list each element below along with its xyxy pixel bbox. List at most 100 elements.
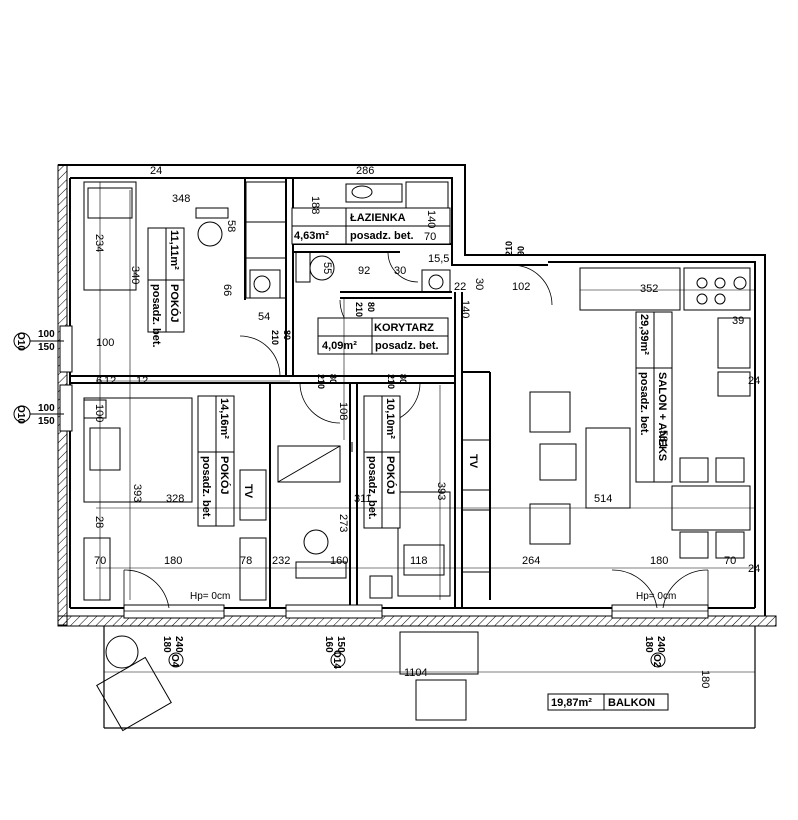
bottom-wall-insulation xyxy=(57,615,777,627)
pokoj1-area: 11,11m² xyxy=(168,230,180,270)
dim-30a: 30 xyxy=(394,265,406,277)
dim-118: 118 xyxy=(410,555,428,567)
salon-name: SALON + ANEKS xyxy=(656,372,668,461)
dim-70c: 70 xyxy=(724,555,736,567)
dim-12a: 12 xyxy=(104,375,116,387)
pokoj2-area: 14,16m² xyxy=(218,398,230,439)
w1-h: 240 xyxy=(173,636,184,653)
dim-273: 273 xyxy=(337,514,349,532)
dim-581: 581 xyxy=(657,430,669,448)
dim-188: 188 xyxy=(309,196,321,214)
salon-area: 29,39m² xyxy=(638,314,650,355)
w3-w: 180 xyxy=(643,636,654,653)
dim-24a: 24 xyxy=(150,165,162,177)
dimension-labels: 348 24 286 188 140 70 234 340 58 66 54 5… xyxy=(93,165,760,688)
d2-a: 80 xyxy=(366,302,376,312)
tv-label-1: TV xyxy=(242,484,254,499)
dim-155: 15,5 xyxy=(428,253,449,265)
dim-66: 66 xyxy=(221,284,233,296)
balcony xyxy=(103,626,756,729)
pokoj2-name: POKÓJ xyxy=(218,456,231,495)
dim-12b: 12 xyxy=(136,375,148,387)
dim-514: 514 xyxy=(594,493,612,505)
lazienka-floor: posadz. bet. xyxy=(350,230,414,242)
dim-140: 140 xyxy=(425,210,437,228)
outer-walls xyxy=(58,164,766,616)
w5-a: 100 xyxy=(38,403,55,414)
dim-232: 232 xyxy=(272,555,290,567)
d3-a: 80 xyxy=(282,330,292,340)
korytarz-area: 4,09m² xyxy=(322,340,357,352)
dim-180b: 180 xyxy=(650,555,668,567)
dim-22: 22 xyxy=(454,281,466,293)
tv-labels: TV TV xyxy=(242,454,479,499)
dim-393b: 393 xyxy=(435,482,447,500)
dim-100b: 100 xyxy=(93,404,105,422)
dim-78: 78 xyxy=(240,555,252,567)
w1-w: 180 xyxy=(161,636,172,653)
dim-58: 58 xyxy=(225,220,237,232)
balkon-name: BALKON xyxy=(608,697,655,709)
dim-180c: 180 xyxy=(699,670,711,688)
dim-70b: 70 xyxy=(94,555,106,567)
lazienka-area: 4,63m² xyxy=(294,230,329,242)
dim-340: 340 xyxy=(129,266,141,284)
room-labels: ŁAZIENKA 4,63m² posadz. bet. KORYTARZ 4,… xyxy=(291,207,669,711)
d1-a: 90 xyxy=(516,246,526,256)
pokoj1-floor: posadz. bet. xyxy=(150,284,162,348)
w5-id: O10 xyxy=(15,405,26,424)
w5-b: 150 xyxy=(38,416,55,427)
d4-a: 80 xyxy=(328,374,338,384)
dim-92: 92 xyxy=(358,265,370,277)
korytarz-floor: posadz. bet. xyxy=(375,340,439,352)
dim-393a: 393 xyxy=(131,484,143,502)
tv-label-2: TV xyxy=(467,454,479,469)
dim-70a: 70 xyxy=(424,231,436,243)
dim-24c: 24 xyxy=(748,563,760,575)
w2-h: 150 xyxy=(335,636,346,653)
d3-b: 210 xyxy=(270,330,280,345)
dim-311: 311 xyxy=(354,493,372,505)
w3-id: O2 xyxy=(651,654,662,668)
pokoj1-label: POKÓJ 11,11m² posadz. bet. xyxy=(147,227,185,348)
dim-286: 286 xyxy=(356,165,374,177)
lazienka-name: ŁAZIENKA xyxy=(350,212,406,224)
pokoj2-label: POKÓJ 14,16m² posadz. bet. xyxy=(197,395,235,527)
dim-160: 160 xyxy=(330,555,348,567)
dim-108: 108 xyxy=(337,402,349,420)
pokoj3-floor: posadz. bet. xyxy=(366,456,378,520)
dim-328: 328 xyxy=(166,493,184,505)
dim-348: 348 xyxy=(172,193,190,205)
w2-w: 160 xyxy=(323,636,334,653)
dim-24b: 24 xyxy=(748,375,760,387)
dim-6: 6 xyxy=(96,375,102,387)
dim-55: 55 xyxy=(321,262,333,274)
dim-102: 102 xyxy=(512,281,530,293)
hp-right: Hp= 0cm xyxy=(636,591,676,602)
w1-id: O4 xyxy=(169,654,180,668)
dim-264: 264 xyxy=(522,555,540,567)
salon-floor: posadz. bet. xyxy=(638,372,650,436)
w2-id: O14 xyxy=(331,650,342,669)
dim-140b: 140 xyxy=(459,300,471,318)
d1-b: 210 xyxy=(504,241,514,256)
dim-352: 352 xyxy=(640,283,658,295)
hp-left: Hp= 0cm xyxy=(190,591,230,602)
balkon-area: 19,87m² xyxy=(551,697,592,709)
d2-b: 210 xyxy=(354,302,364,317)
w4-id: O10 xyxy=(15,332,26,351)
korytarz-name: KORYTARZ xyxy=(374,322,434,334)
dim-234: 234 xyxy=(93,234,105,252)
dimension-lines xyxy=(96,182,755,673)
w4-b: 150 xyxy=(38,342,55,353)
window-markers: 240 180 O4 150 160 O14 240 180 O2 O10 10… xyxy=(13,329,666,669)
pokoj2-floor: posadz. bet. xyxy=(200,456,212,520)
salon-label: SALON + ANEKS 29,39m² posadz. bet. xyxy=(635,311,673,483)
dim-39: 39 xyxy=(732,315,744,327)
dim-28: 28 xyxy=(93,516,105,528)
d4-b: 210 xyxy=(316,374,326,389)
pokoj1-name: POKÓJ xyxy=(168,284,181,323)
window-frames xyxy=(59,325,709,619)
w3-h: 240 xyxy=(655,636,666,653)
